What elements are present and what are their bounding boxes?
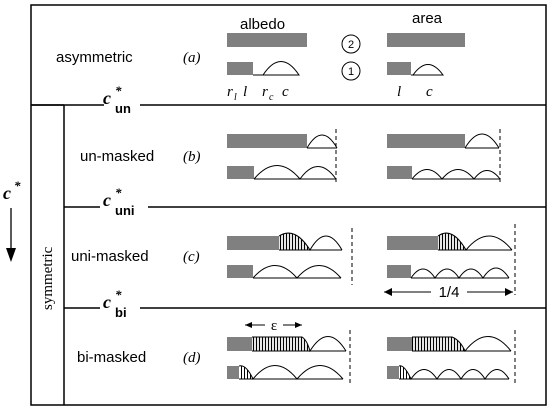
crit-un-sub: un <box>115 101 131 116</box>
crit-un-symbol: c <box>103 88 111 108</box>
row-a-graphics: 2 1 r l l r c c l c <box>227 33 465 103</box>
marker-one-text: 1 <box>348 66 354 78</box>
unimasked-left-caps-bottom <box>252 265 342 279</box>
asym-l: l <box>243 84 247 100</box>
side-cstar: c * <box>3 178 21 262</box>
crit-bi-sub: bi <box>115 305 127 320</box>
epsilon-label: ε <box>271 318 277 334</box>
unmasked-right-bar-top <box>387 134 465 148</box>
area-header: area <box>412 10 443 27</box>
albedo-header: albedo <box>240 16 285 33</box>
asym-rc-sub: c <box>269 92 274 103</box>
crit-un-star: * <box>115 83 122 98</box>
marker-two-circle <box>341 34 361 54</box>
bimasked-left-bar-bottom <box>227 366 239 379</box>
row-b-graphics <box>227 129 501 183</box>
unmasked-left-cap-top <box>306 134 338 149</box>
unmasked-left-caps-bottom <box>253 165 337 180</box>
unimasked-left-bar-top <box>227 236 279 250</box>
row-unmasked-tag: (b) <box>183 149 201 165</box>
crit-uni-symbol: c <box>103 190 111 210</box>
bimasked-left-hatch-top <box>252 337 310 351</box>
unmasked-right-cap-top <box>464 133 500 149</box>
bimasked-right-bar-top <box>387 337 412 351</box>
asym-albedo-cap <box>253 61 300 76</box>
epsilon-arrow-right-icon <box>295 322 302 328</box>
arrow-left-icon <box>384 288 392 296</box>
quarter-label-bg <box>431 284 467 300</box>
unimasked-right-bar-top <box>387 236 438 250</box>
bimasked-left-hatch-bottom <box>239 365 253 379</box>
quarter-label: 1/4 <box>439 284 460 301</box>
unmasked-left-bar-bottom <box>227 166 254 179</box>
row-bimasked-tag: (d) <box>183 350 201 366</box>
asym-area-c: c <box>426 84 433 100</box>
unimasked-left-hatch-top <box>279 233 310 250</box>
marker-two-text: 2 <box>348 39 354 51</box>
asym-albedo-bar-bottom <box>227 62 253 75</box>
bimasked-right-hatch-top <box>412 337 465 351</box>
unmasked-left-bar-top <box>227 134 307 148</box>
side-cstar-symbol: c <box>3 183 11 203</box>
asym-albedo-bar-top <box>227 33 307 47</box>
asym-area-cap <box>411 64 444 76</box>
crit-bi: c * bi <box>103 287 127 320</box>
unimasked-right-caps-bottom <box>410 267 510 279</box>
epsilon-arrow-left-icon <box>245 322 252 328</box>
unimasked-right-bar-bottom <box>387 265 411 278</box>
row-asymmetric-tag: (a) <box>183 50 201 66</box>
row-unimasked-tag: (c) <box>183 249 200 265</box>
asym-area-l: l <box>397 84 401 100</box>
arrow-right-icon <box>505 288 513 296</box>
bimasked-right-hatch-bottom <box>399 365 411 379</box>
asym-rc: r <box>262 84 268 100</box>
down-arrow-icon <box>6 248 16 262</box>
row-unmasked-label: un-masked <box>80 148 154 165</box>
unmasked-right-caps-bottom <box>411 169 501 180</box>
symmetric-label: symmetric <box>40 246 56 310</box>
crit-uni: c * uni <box>103 185 135 218</box>
unimasked-left-bar-bottom <box>227 265 253 278</box>
unmasked-right-bar-bottom <box>387 166 412 179</box>
row-bimasked-label: bi-masked <box>77 349 146 366</box>
row-asymmetric-label: asymmetric <box>56 49 133 66</box>
crit-uni-sub: uni <box>115 203 135 218</box>
bimasked-left-bar-top <box>227 337 252 351</box>
crit-bi-symbol: c <box>103 292 111 312</box>
row-c-graphics: 1/4 <box>227 224 516 301</box>
row-d-graphics: ε <box>227 316 516 385</box>
outer-frame <box>30 4 547 406</box>
asym-area-bar-top <box>387 33 465 47</box>
row-unimasked-label: uni-masked <box>71 248 149 265</box>
unimasked-right-hatch-top <box>438 233 466 250</box>
crit-bi-star: * <box>115 287 122 302</box>
bimasked-right-bar-bottom <box>387 366 399 379</box>
asym-rl: r <box>227 84 233 100</box>
bimasked-left-caps-bottom <box>238 365 344 380</box>
asym-area-bar-bottom <box>387 62 411 75</box>
asym-c: c <box>282 84 289 100</box>
side-cstar-star: * <box>14 178 21 193</box>
marker-one-circle <box>341 61 361 81</box>
crit-un: c * un <box>103 83 131 116</box>
asym-rl-sub: l <box>234 92 237 103</box>
epsilon-label-bg <box>265 316 283 332</box>
bimasked-right-caps-bottom <box>398 365 510 381</box>
crit-uni-star: * <box>115 185 122 200</box>
